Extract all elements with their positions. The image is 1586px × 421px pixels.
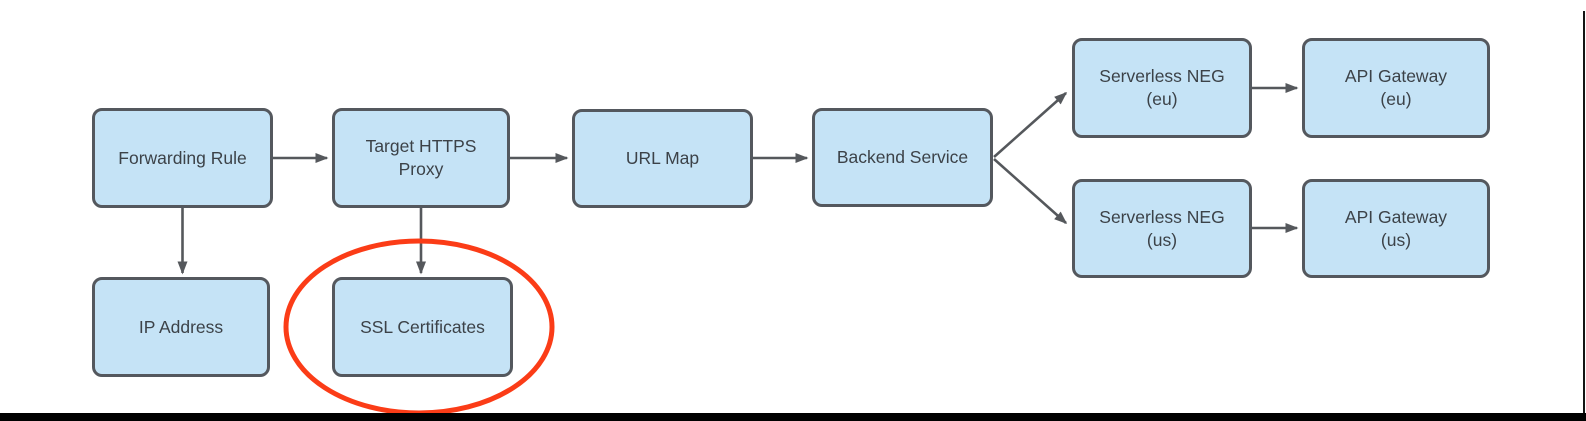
node-serverless-neg-us-label: Serverless NEG (us) (1099, 206, 1225, 250)
node-ssl-certificates-label: SSL Certificates (360, 316, 485, 337)
edge-backend-service-to-serverless-neg-us (993, 158, 1068, 224)
node-serverless-neg-eu-label: Serverless NEG (eu) (1099, 66, 1225, 109)
node-backend-service: Backend Service (812, 108, 993, 207)
frame-bottom-border (0, 413, 1586, 421)
node-forwarding-rule: Forwarding Rule (92, 108, 273, 208)
node-target-https-proxy: Target HTTPS Proxy (332, 108, 510, 208)
node-ssl-certificates: SSL Certificates (332, 277, 513, 377)
frame-right-border (1582, 11, 1585, 421)
node-backend-service-label: Backend Service (836, 147, 969, 168)
node-api-gateway-us: API Gateway (us) (1302, 179, 1490, 278)
node-ip-address: IP Address (92, 277, 270, 377)
node-api-gateway-us-label: API Gateway (us) (1344, 206, 1448, 250)
node-api-gateway-eu: API Gateway (eu) (1302, 38, 1490, 138)
node-forwarding-rule-label: Forwarding Rule (118, 147, 247, 168)
node-serverless-neg-eu: Serverless NEG (eu) (1072, 38, 1252, 138)
node-url-map-label: URL Map (625, 148, 700, 169)
edge-backend-service-to-serverless-neg-eu (993, 92, 1068, 158)
node-url-map: URL Map (572, 109, 753, 208)
node-ip-address-label: IP Address (138, 316, 224, 337)
node-serverless-neg-us: Serverless NEG (us) (1072, 179, 1252, 278)
node-api-gateway-eu-label: API Gateway (eu) (1344, 66, 1448, 109)
node-target-https-proxy-label: Target HTTPS Proxy (365, 136, 477, 179)
